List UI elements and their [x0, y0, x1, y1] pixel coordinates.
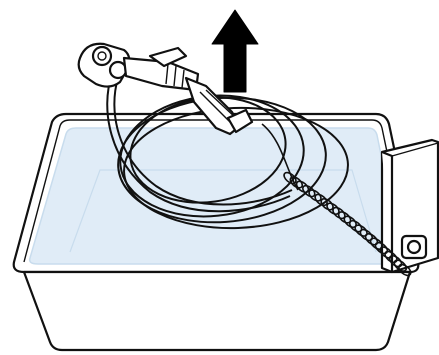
basin-body	[24, 272, 410, 350]
water-surface	[30, 128, 402, 264]
up-arrow-icon	[212, 10, 258, 92]
